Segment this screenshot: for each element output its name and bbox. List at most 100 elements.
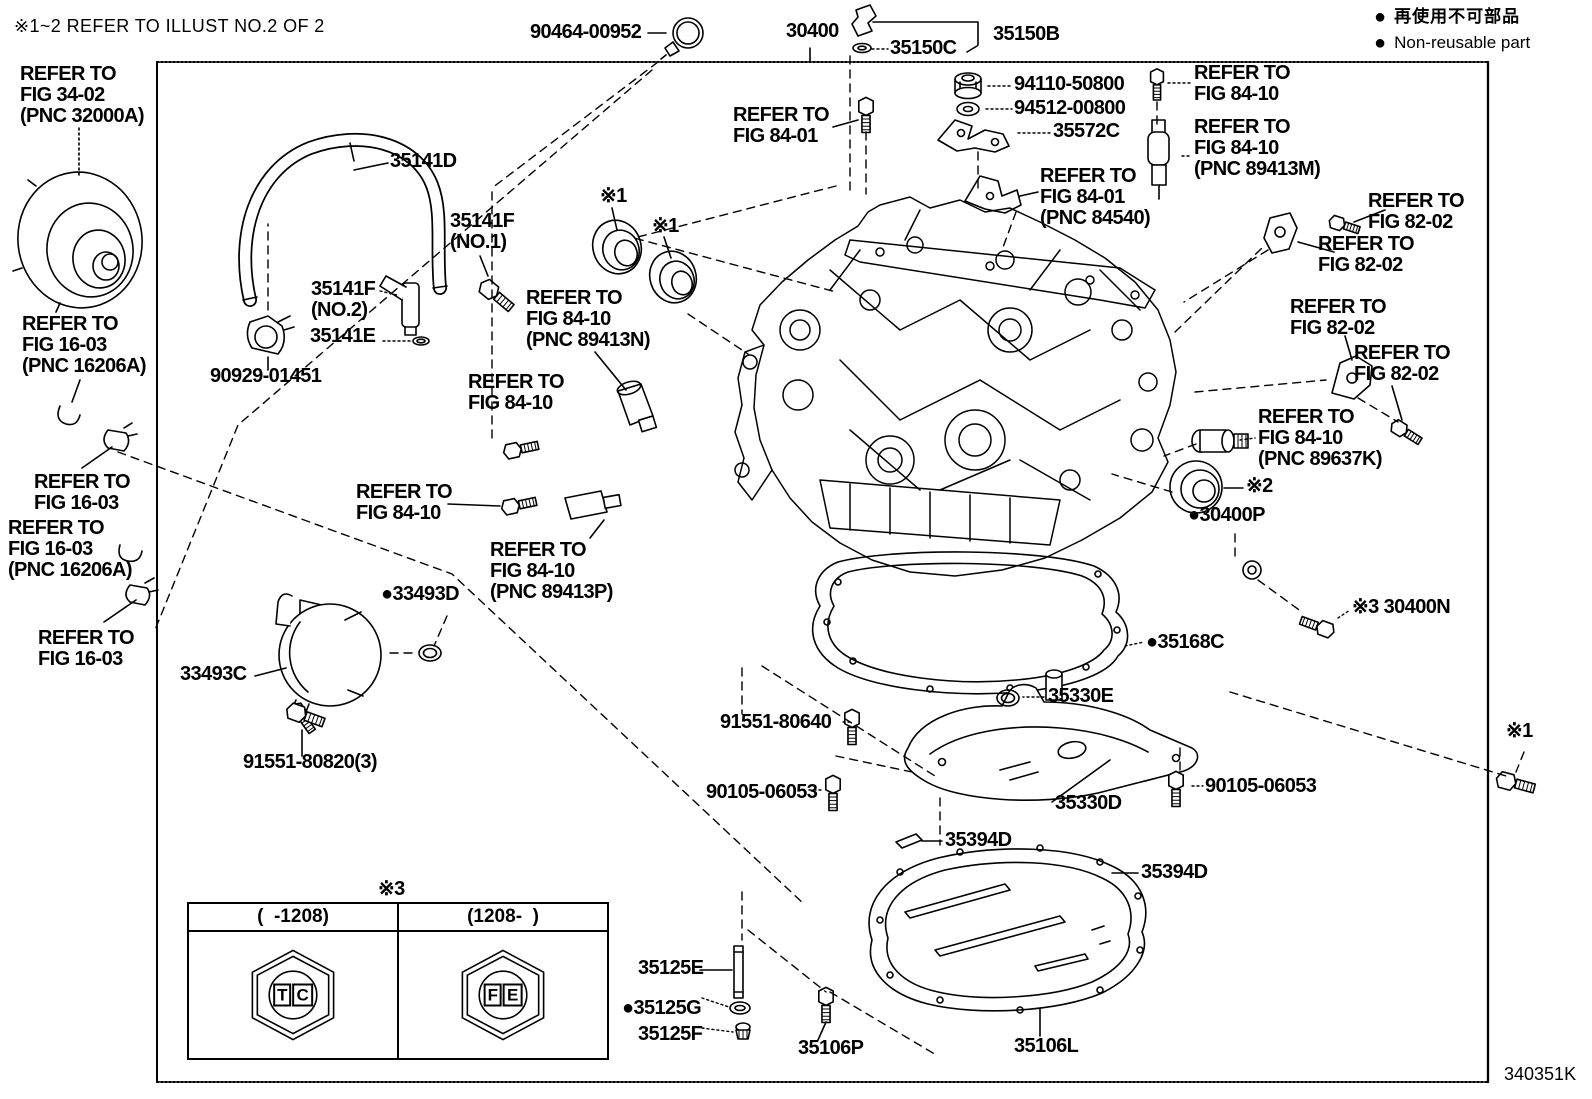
- label-ref-fig16-03-top: REFER TO FIG 16-03 (PNC 16206A): [22, 313, 147, 377]
- sensor-89413M-drawing: [1148, 68, 1169, 199]
- fig16-03-parts: [58, 406, 158, 605]
- label-ref-fig84-01-84540: REFER TO FIG 84-01 (PNC 84540): [1040, 165, 1151, 229]
- plug-letter: F: [483, 983, 503, 1007]
- hose-clamp-90464-drawing: [661, 18, 703, 59]
- label-part-35106L: 35106L: [1014, 1035, 1079, 1057]
- label-ref-fig84-10-m: REFER TO FIG 84-10 (PNC 89413M): [1194, 116, 1321, 180]
- label-part-91551-80640: 91551-80640: [720, 711, 832, 733]
- leader-lines: [72, 22, 1402, 1040]
- label-part-35330E: 35330E: [1048, 685, 1114, 707]
- label-sym-1a: ※1: [600, 185, 627, 207]
- washer-30400P-drawing: [1242, 560, 1262, 580]
- label-part-90105-06053-l: 90105-06053: [706, 781, 818, 803]
- label-part-90929-01451: 90929-01451: [210, 365, 322, 387]
- label-ref-fig16-03-bot: REFER TO FIG 16-03: [38, 627, 135, 670]
- label-ref-fig34-02: REFER TO FIG 34-02 (PNC 32000A): [20, 63, 145, 127]
- pan-gasket-drawing: [813, 552, 1128, 694]
- bracket-84540-drawing: [965, 176, 1021, 213]
- label-part-35330D: 35330D: [1055, 792, 1122, 814]
- label-part-35141D: 35141D: [390, 150, 457, 172]
- label-part-35572C: 35572C: [1053, 120, 1120, 142]
- label-part-30400: 30400: [786, 20, 839, 42]
- non-reusable-legend: ● 再使用不可部品 ● Non-reusable part: [1374, 4, 1530, 56]
- seal-x2-drawing: [1170, 461, 1222, 513]
- footnote: ※1~2 REFER TO ILLUST NO.2 OF 2: [14, 16, 325, 36]
- label-part-94512-00800: 94512-00800: [1014, 97, 1126, 119]
- mid-bolts: [499, 437, 541, 517]
- label-part-35141E: 35141E: [310, 325, 376, 347]
- plug-letter: C: [292, 983, 313, 1007]
- label-part-35394D-b: 35394D: [1141, 861, 1208, 883]
- bracket-82-02-top-drawing: [1264, 213, 1362, 253]
- label-ref-fig84-10-tr: REFER TO FIG 84-10: [1194, 62, 1291, 105]
- plug-table-header-early: ( -1208): [257, 906, 329, 927]
- label-ref-fig82-02-c: REFER TO FIG 82-02: [1290, 296, 1387, 339]
- plug-letter: T: [273, 983, 292, 1007]
- label-part-35150B: 35150B: [993, 23, 1060, 45]
- label-part-35125G: ●35125G: [622, 997, 702, 1019]
- washer-94512-drawing: [957, 103, 979, 116]
- label-part-35125F: 35125F: [638, 1023, 703, 1045]
- oil-strainer-drawing: [905, 670, 1198, 800]
- label-part-35168C: ●35168C: [1146, 631, 1225, 653]
- label-part-35141F-no2: 35141F (NO.2): [311, 278, 376, 321]
- plug-30400N-drawing: [1297, 612, 1338, 640]
- label-sym-2: ※2: [1246, 475, 1273, 497]
- dotted-leaders: [380, 49, 1350, 1032]
- hex-plug-icon: [399, 932, 607, 1058]
- nut-94110-drawing: [955, 73, 981, 99]
- sensor-89413P-drawing: [565, 491, 621, 519]
- breather-plug-drawing: [852, 5, 876, 53]
- plug-table-header-late: (1208- ): [397, 904, 607, 930]
- legend-text-en: Non-reusable part: [1394, 33, 1531, 52]
- label-part-30400P: ●30400P: [1188, 504, 1265, 526]
- oil-cooler-hose-drawing: [243, 140, 518, 354]
- label-part-35150C: 35150C: [890, 37, 957, 59]
- label-part-35141F-no1: 35141F (NO.1): [450, 210, 515, 253]
- drain-and-small-parts: [730, 946, 834, 1039]
- label-part-90105-06053-r: 90105-06053: [1205, 775, 1317, 797]
- label-part-33493D: ●33493D: [381, 583, 460, 605]
- legend-row-jp: ● 再使用不可部品: [1374, 4, 1530, 30]
- label-ref-fig84-10-n: REFER TO FIG 84-10 (PNC 89413N): [526, 287, 651, 351]
- legend-row-en: ● Non-reusable part: [1374, 30, 1530, 56]
- plug-89637K-drawing: [1192, 430, 1248, 452]
- hex-plug-icon: [189, 932, 397, 1058]
- top-bolt-84-01: [858, 96, 874, 134]
- plug-letter: E: [503, 983, 523, 1007]
- label-part-35394D-a: 35394D: [945, 829, 1012, 851]
- label-part-35125E: 35125E: [638, 957, 704, 979]
- label-sym-3: ※3: [378, 878, 405, 900]
- label-ref-fig82-02-b: REFER TO FIG 82-02: [1318, 233, 1415, 276]
- bracket-35572C-drawing: [938, 120, 1009, 152]
- transaxle-drawing: [735, 197, 1176, 576]
- label-ref-fig84-10-p: REFER TO FIG 84-10 (PNC 89413P): [490, 539, 613, 603]
- label-part-30400N: ※3 30400N: [1352, 596, 1451, 618]
- torque-converter-drawing: [9, 128, 151, 316]
- label-part-90464-00952: 90464-00952: [530, 21, 642, 43]
- label-ref-fig84-10-k: REFER TO FIG 84-10 (PNC 89637K): [1258, 406, 1383, 470]
- label-ref-fig16-03-mid2: REFER TO FIG 16-03 (PNC 16206A): [8, 517, 133, 581]
- legend-text-jp: 再使用不可部品: [1394, 7, 1521, 26]
- label-part-91551-80820: 91551-80820(3): [243, 751, 378, 773]
- label-ref-fig84-10-b: REFER TO FIG 84-10: [356, 481, 453, 524]
- non-reusable-bullet-icon: ●: [1374, 32, 1387, 54]
- diagram-border: [157, 62, 1488, 1082]
- sensor-89413N-drawing: [616, 379, 657, 432]
- label-ref-fig82-02-a: REFER TO FIG 82-02: [1368, 190, 1465, 233]
- label-ref-fig82-02-d: REFER TO FIG 82-02: [1354, 342, 1451, 385]
- label-ref-fig16-03-mid: REFER TO FIG 16-03: [34, 471, 131, 514]
- construction-lines: [118, 56, 1524, 1056]
- label-sym-1c: ※1: [1506, 720, 1533, 742]
- plug-table-header: ( -1208) (1208- ): [189, 904, 607, 932]
- label-part-94110-50800: 94110-50800: [1014, 73, 1125, 95]
- label-ref-fig84-01-top: REFER TO FIG 84-01: [733, 104, 830, 147]
